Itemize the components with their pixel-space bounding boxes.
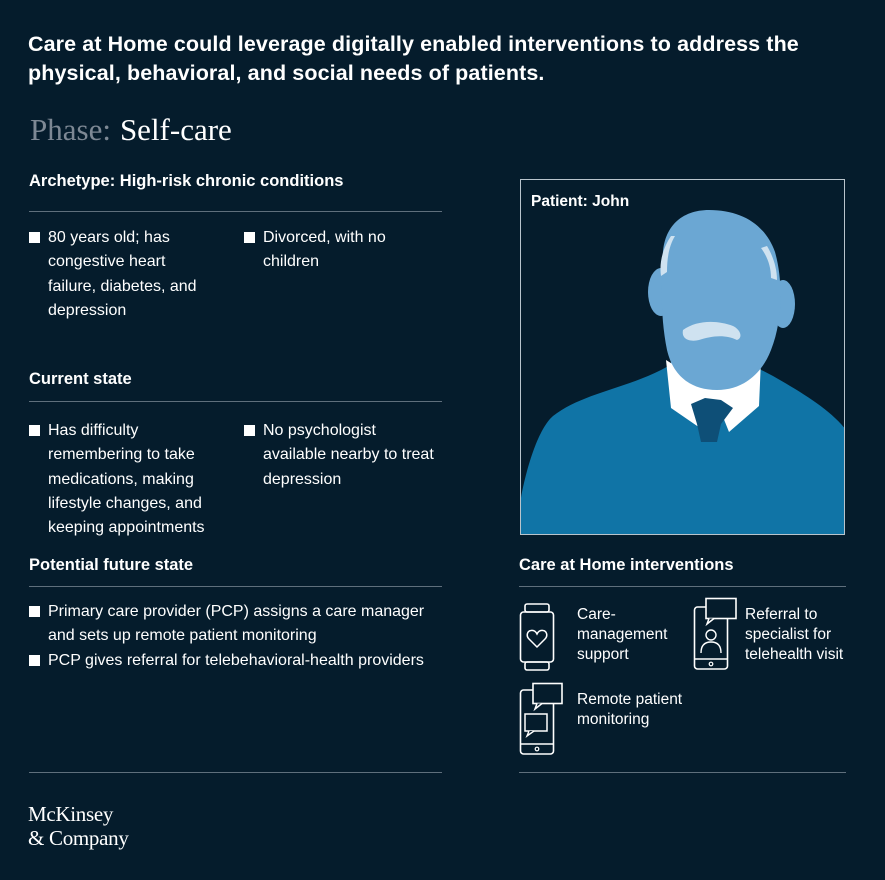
- patient-silhouette-image: [521, 210, 844, 534]
- phone-video-call-icon: [693, 597, 739, 671]
- interventions-title: Care at Home interventions: [519, 556, 734, 574]
- future-state-title: Potential future state: [29, 556, 194, 574]
- current-state-divider: [29, 401, 442, 402]
- bullet-square-icon: [29, 425, 40, 436]
- headline: Care at Home could leverage digitally en…: [28, 32, 799, 85]
- bullet-square-icon: [244, 425, 255, 436]
- phase-heading: Phase:Self-care: [30, 112, 232, 148]
- bullet-square-icon: [29, 606, 40, 617]
- current-state-title: Current state: [29, 370, 132, 388]
- logo-line-2: & Company: [28, 826, 129, 850]
- intervention-telehealth-referral: Referral to specialist for telehealth vi…: [745, 606, 844, 663]
- bullet-square-icon: [29, 232, 40, 243]
- bullet-square-icon: [29, 655, 40, 666]
- logo-line-1: McKinsey: [28, 802, 114, 826]
- phone-chat-icon: [519, 682, 565, 756]
- archetype-item-family: Divorced, with no children: [244, 226, 434, 275]
- archetype-divider: [29, 211, 442, 212]
- patient-title: Patient: John: [531, 193, 630, 210]
- current-state-item-psychologist: No psychologist available nearby to trea…: [244, 419, 434, 492]
- intervention-remote-monitoring: Remote patient monitoring: [577, 691, 683, 728]
- patient-illustration: Patient: John: [520, 179, 845, 535]
- current-state-item-difficulty: Has difficulty remembering to take medic…: [29, 419, 229, 540]
- future-state-item-referral: PCP gives referral for telebehavioral-he…: [29, 649, 442, 673]
- archetype-title: Archetype: High-risk chronic conditions: [29, 172, 344, 190]
- phase-value: Self-care: [119, 112, 232, 147]
- interventions-divider: [519, 586, 846, 587]
- future-state-divider: [29, 586, 442, 587]
- bottom-divider-left: [29, 772, 442, 773]
- bottom-divider-right: [519, 772, 846, 773]
- bullet-square-icon: [244, 232, 255, 243]
- intervention-care-management: Care-management support: [577, 606, 668, 663]
- phase-label: Phase:: [30, 112, 111, 147]
- mckinsey-logo: McKinsey & Company: [28, 802, 129, 850]
- archetype-item-age: 80 years old; has congestive heart failu…: [29, 226, 209, 323]
- smartwatch-heart-icon: [519, 603, 555, 671]
- future-state-item-care-manager: Primary care provider (PCP) assigns a ca…: [29, 600, 442, 649]
